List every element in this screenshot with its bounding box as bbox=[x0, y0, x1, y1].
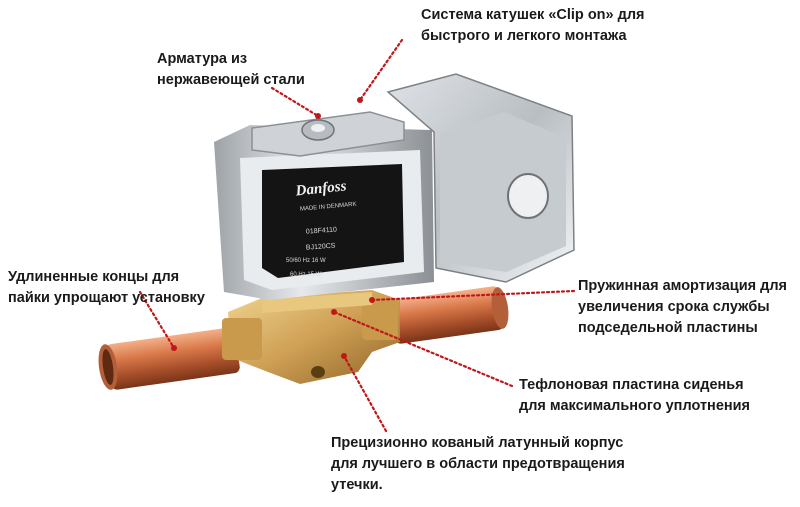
coil-rating-1: 50/60 Hz 16 W bbox=[286, 258, 326, 264]
callout-clip-on: Система катушек «Clip on» для быстрого и… bbox=[421, 5, 645, 47]
callout-teflon: Тефлоновая пластина сиденья для максимал… bbox=[519, 375, 750, 417]
leader-dot-extended-ends bbox=[171, 345, 177, 351]
coil-code: 018F4110 bbox=[306, 227, 338, 236]
coil-type: BJ120CS bbox=[306, 243, 336, 252]
callout-armature: Арматура из нержавеющей стали bbox=[157, 49, 305, 91]
leader-dot-clip-on bbox=[357, 97, 363, 103]
callout-spring-line2: увеличения срока службы bbox=[578, 299, 770, 315]
leader-teflon bbox=[332, 310, 514, 388]
coil-made-in: MADE IN DENMARK bbox=[300, 202, 357, 213]
leader-dot-teflon bbox=[331, 309, 337, 315]
callout-extended-ends: Удлиненные концы для пайки упрощают уста… bbox=[8, 267, 205, 309]
copper-pipe-right bbox=[390, 286, 509, 344]
leader-brass bbox=[342, 354, 388, 433]
leader-spring bbox=[370, 289, 576, 302]
callout-spring: Пружинная амортизация для увеличения сро… bbox=[578, 276, 787, 339]
coil-rating-2: 60 Hz 15 W bbox=[290, 272, 322, 278]
callout-brass-line3: утечки. bbox=[331, 477, 383, 493]
callout-extended-ends-line2: пайки упрощают установку bbox=[8, 290, 205, 306]
leader-armature bbox=[270, 86, 320, 118]
coil-box-cover bbox=[386, 73, 575, 283]
leader-dot-brass bbox=[341, 353, 347, 359]
callout-extended-ends-line1: Удлиненные концы для bbox=[8, 269, 180, 285]
callout-clip-on-line1: Система катушек «Clip on» для bbox=[421, 7, 645, 23]
callout-teflon-line2: для максимального уплотнения bbox=[519, 398, 751, 414]
callout-clip-on-line2: быстрого и легкого монтажа bbox=[421, 28, 627, 44]
callout-brass: Прецизионно кованый латунный корпус для … bbox=[331, 433, 625, 496]
leader-dot-spring bbox=[369, 297, 375, 303]
coil-housing bbox=[214, 111, 434, 300]
callout-armature-line1: Арматура из bbox=[157, 51, 248, 67]
leader-extended-ends bbox=[138, 290, 176, 350]
callout-brass-line2: для лучшего в области предотвращения bbox=[331, 456, 625, 472]
callout-spring-line3: подседельной пластины bbox=[578, 320, 758, 336]
leader-clip-on bbox=[358, 38, 404, 102]
callout-brass-line1: Прецизионно кованый латунный корпус bbox=[331, 435, 624, 451]
callout-teflon-line1: Тефлоновая пластина сиденья bbox=[519, 377, 744, 393]
copper-pipe-left bbox=[98, 327, 240, 390]
callout-spring-line1: Пружинная амортизация для bbox=[578, 278, 788, 294]
brass-body bbox=[222, 290, 400, 384]
coil-brand: Danfoss bbox=[294, 178, 347, 199]
leader-dot-armature bbox=[315, 113, 321, 119]
callout-armature-line2: нержавеющей стали bbox=[157, 72, 305, 88]
